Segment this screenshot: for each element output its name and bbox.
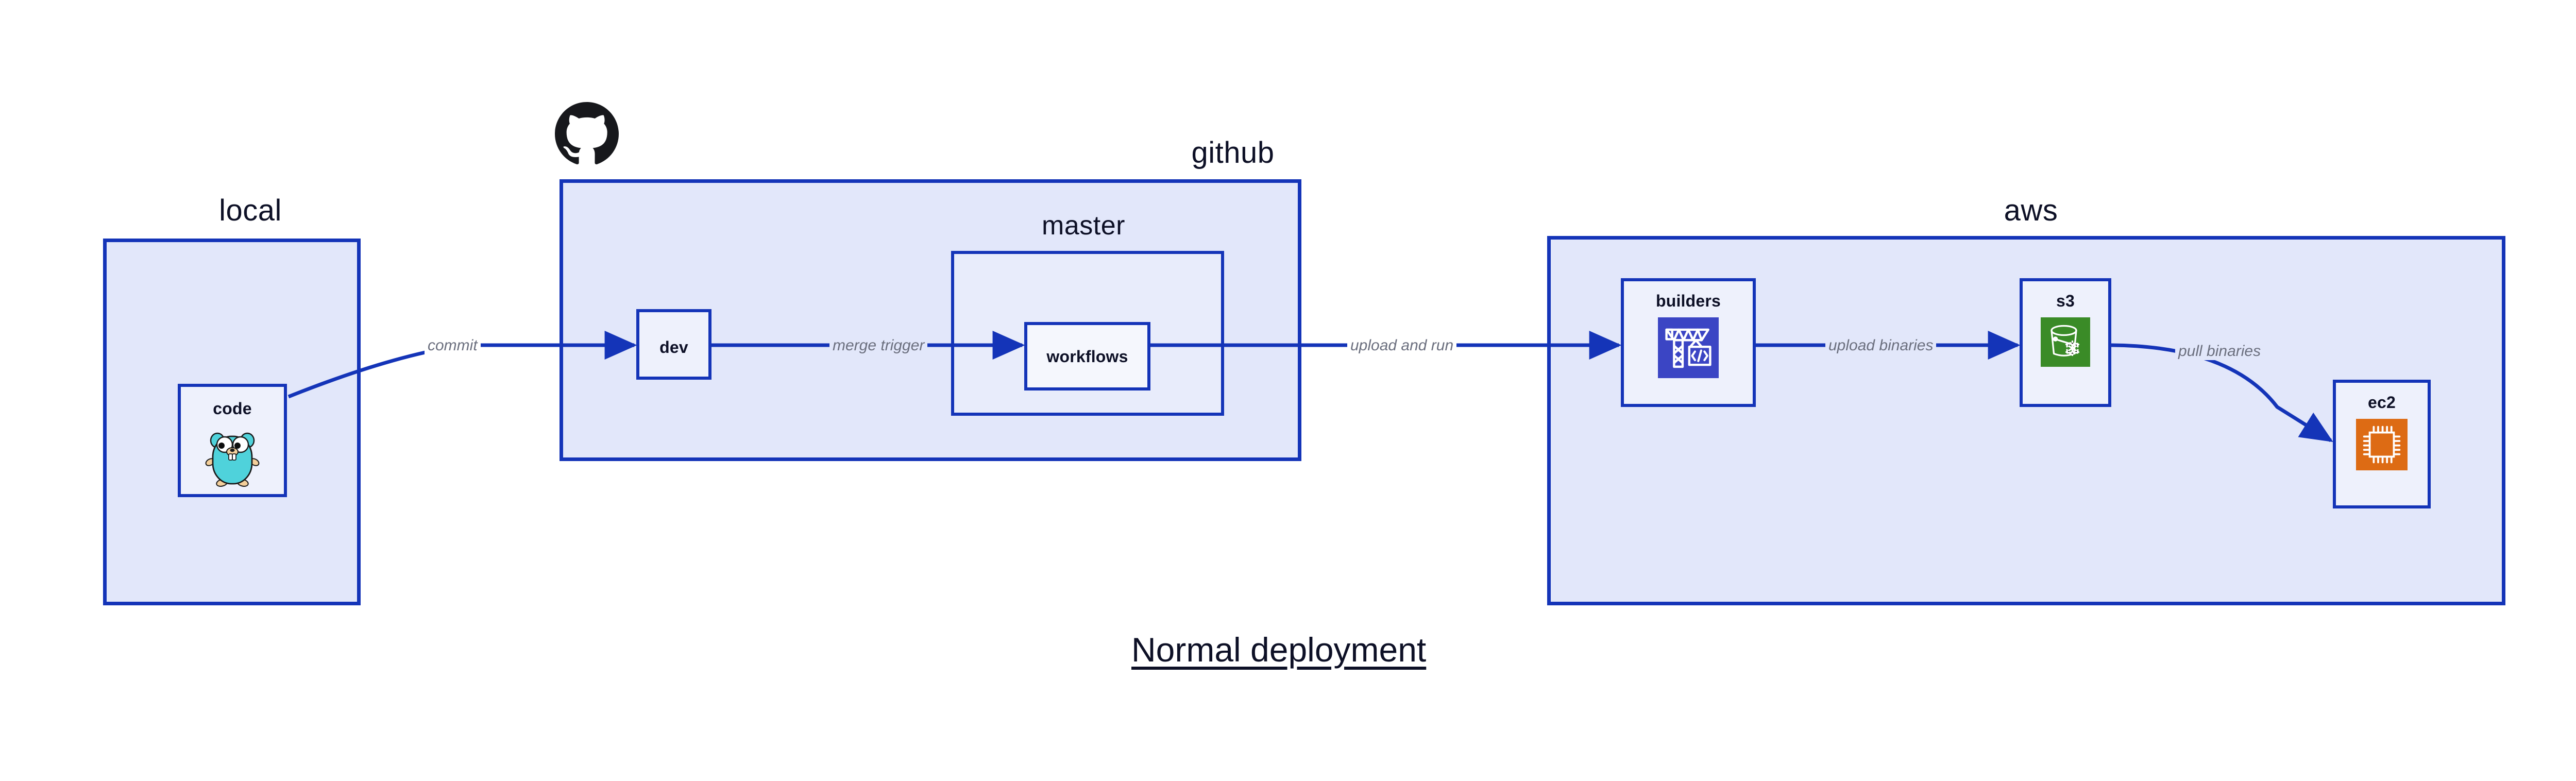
group-label-local: local <box>219 194 282 227</box>
go-gopher-icon <box>204 426 261 489</box>
cpu-chip-icon <box>2356 419 2408 473</box>
edge-label-upload-binaries: upload binaries <box>1825 337 1937 354</box>
edge-label-upload-and-run: upload and run <box>1347 337 1457 354</box>
node-label-code: code <box>213 399 252 418</box>
group-label-aws: aws <box>2004 194 2058 227</box>
node-label-workflows: workflows <box>1046 347 1128 366</box>
node-label-ec2: ec2 <box>2368 393 2396 412</box>
edge-label-merge-trigger: merge trigger <box>829 337 928 354</box>
s3-bucket-snowflake-icon <box>2041 317 2090 369</box>
node-label-dev: dev <box>659 338 688 356</box>
node-label-builders: builders <box>1655 292 1721 310</box>
group-label-github: github <box>1191 136 1275 169</box>
node-label-s3: s3 <box>2056 292 2075 310</box>
node-workflows[interactable]: workflows <box>1024 322 1150 390</box>
node-dev[interactable]: dev <box>636 309 711 380</box>
crane-code-icon <box>1658 317 1719 381</box>
diagram-title: Normal deployment <box>1131 631 1427 669</box>
github-octocat-icon <box>555 102 619 166</box>
node-builders[interactable]: builders <box>1621 278 1756 407</box>
edge-label-pull-binaries: pull binaries <box>2175 343 2264 360</box>
node-ec2[interactable]: ec2 <box>2333 380 2431 508</box>
edge-label-commit: commit <box>425 337 481 354</box>
node-s3[interactable]: s3 <box>2020 278 2111 407</box>
node-code[interactable]: code <box>178 384 287 497</box>
group-label-master: master <box>1042 211 1125 241</box>
